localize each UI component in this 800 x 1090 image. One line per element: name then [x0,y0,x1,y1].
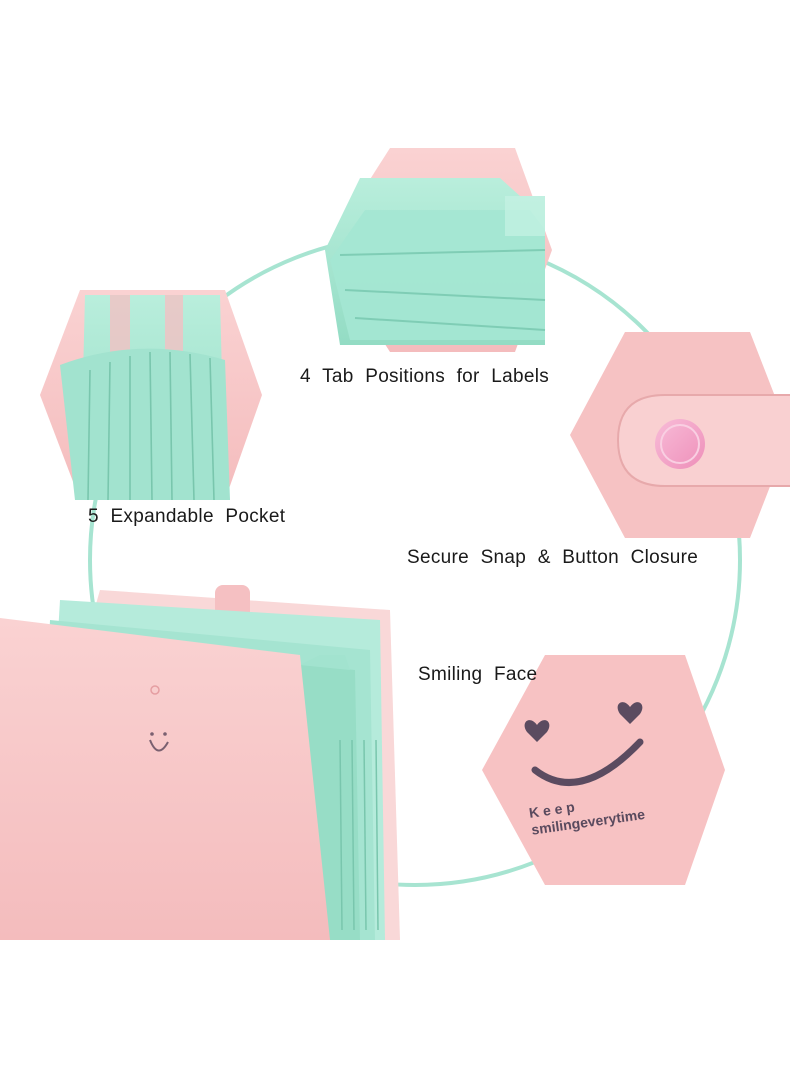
hexagon-expandable-pocket [40,290,262,501]
label-snap-closure: Secure Snap & Button Closure [407,547,699,568]
label-expandable-pocket: 5 Expandable Pocket [88,506,286,527]
heart-eye-left-icon [524,720,550,742]
snap-button [655,419,705,469]
hexagon-smiling-face [482,655,725,885]
label-smiling-face: Smiling Face [418,664,538,685]
hexagon-snap-closure [570,332,790,538]
hexagon-tab-positions [325,148,552,352]
folder-smile-icon [149,739,169,752]
label-tab-positions: 4 Tab Positions for Labels [300,366,550,387]
folder-product [0,585,400,940]
smile-mouth-icon [531,738,644,786]
heart-eye-right-icon [617,702,643,724]
